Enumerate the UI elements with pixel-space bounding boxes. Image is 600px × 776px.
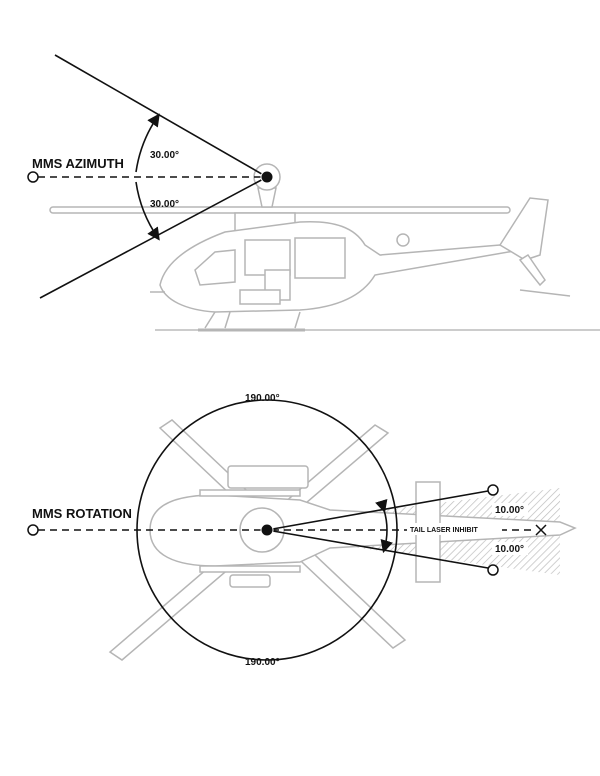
azimuth-title: MMS AZIMUTH xyxy=(32,156,124,171)
tail-arc-arrow xyxy=(375,498,393,554)
cockpit-window xyxy=(194,249,236,286)
main-rotor-blade xyxy=(49,206,511,214)
mms-center-point xyxy=(260,170,274,184)
label-background xyxy=(492,503,528,516)
side-view-helicopter xyxy=(49,163,600,332)
mms-mast xyxy=(257,187,277,208)
label-background xyxy=(407,523,502,535)
rotation-indicator: TAIL LASER INHIBIT 10.00° 10.00° MMS ROT… xyxy=(27,393,547,668)
tail-skid xyxy=(519,289,571,297)
azimuth-up-angle: 30.00° xyxy=(150,150,179,161)
exhaust xyxy=(396,233,410,247)
rotation-bottom-angle: 190.00° xyxy=(245,657,280,668)
tail-laser-inhibit-label: TAIL LASER INHIBIT xyxy=(410,527,479,534)
weapon-pod xyxy=(239,289,281,305)
tail-x-marker xyxy=(535,524,547,536)
tail-fin xyxy=(498,197,549,261)
skid xyxy=(199,489,301,497)
azimuth-down-angle: 30.00° xyxy=(150,199,179,210)
skid-struts xyxy=(204,311,301,329)
skid xyxy=(199,565,301,573)
label-background xyxy=(492,542,528,555)
weapon-pod xyxy=(227,465,309,489)
azimuth-up-arc xyxy=(135,113,160,173)
tail-lower-point xyxy=(487,564,499,576)
lower-tail-fin xyxy=(518,253,546,287)
mms-center-point xyxy=(260,523,274,537)
azimuth-indicator: MMS AZIMUTH 30.00° 30.00° xyxy=(27,54,274,299)
weapon-pod xyxy=(229,574,271,588)
rear-window xyxy=(294,237,346,279)
azimuth-upper-limit-line xyxy=(54,54,268,178)
rotation-title: MMS ROTATION xyxy=(32,506,132,521)
tail-down-angle: 10.00° xyxy=(495,544,524,555)
tail-up-angle: 10.00° xyxy=(495,505,524,516)
tail-upper-point xyxy=(487,484,499,496)
rotation-reference-point xyxy=(27,524,39,536)
azimuth-down-arc xyxy=(135,181,160,241)
azimuth-reference-point xyxy=(27,171,39,183)
fuselage xyxy=(159,220,521,313)
rotation-top-angle: 190.00° xyxy=(245,393,280,404)
